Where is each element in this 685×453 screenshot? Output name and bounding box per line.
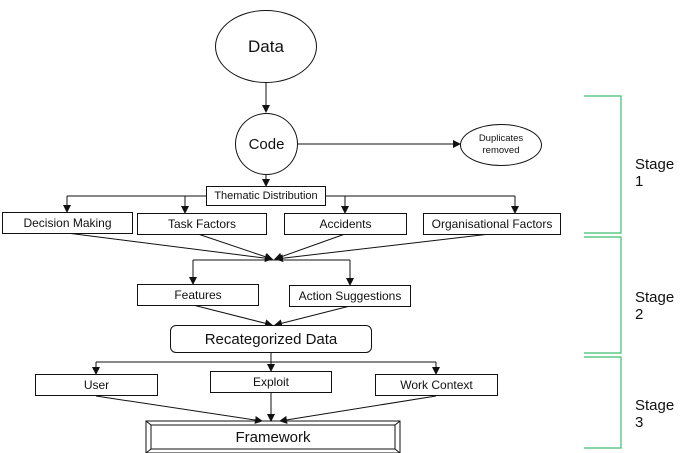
data-label: Data	[248, 36, 284, 56]
action-suggestions-node: Action Suggestions	[289, 285, 411, 307]
stage-3-bracket	[584, 356, 622, 449]
accidents-node: Accidents	[284, 213, 407, 235]
arrow-actions-recat	[274, 305, 351, 328]
framework-label: Framework	[235, 428, 311, 446]
duplicates-node: Duplicates removed	[460, 124, 542, 166]
organisational-factors-label: Organisational Factors	[431, 217, 553, 231]
framework-frame	[145, 420, 401, 453]
features-node: Features	[137, 284, 259, 306]
duplicates-label: Duplicates removed	[478, 133, 524, 156]
arrow-organisational-merge	[275, 233, 491, 263]
stage-2-label: Stage 2	[635, 289, 675, 323]
organisational-factors-node: Organisational Factors	[423, 213, 561, 235]
task-factors-node: Task Factors	[137, 213, 267, 235]
exploit-node: Exploit	[210, 371, 332, 393]
accidents-label: Accidents	[319, 217, 372, 231]
exploit-label: Exploit	[252, 375, 290, 389]
stage-2-bracket	[584, 236, 622, 354]
task-factors-label: Task Factors	[167, 217, 236, 231]
arrow-accidents-merge	[274, 233, 346, 261]
action-suggestions-label: Action Suggestions	[298, 289, 402, 303]
arrow-user-framework	[95, 395, 263, 424]
work-context-label: Work Context	[400, 378, 473, 392]
stage-3-label: Stage 3	[635, 397, 675, 431]
code-label: Code	[248, 135, 285, 153]
decision-making-label: Decision Making	[23, 216, 112, 230]
data-node: Data	[215, 10, 317, 83]
user-label: User	[83, 378, 110, 392]
stage-1-label: Stage 1	[635, 156, 675, 190]
framework-node: Framework	[151, 425, 395, 449]
thematic-label: Thematic Distribution	[214, 190, 318, 202]
stage-1-bracket	[584, 95, 622, 234]
code-node: Code	[235, 113, 298, 175]
arrow-workcontext-framework	[279, 395, 437, 424]
decision-making-node: Decision Making	[2, 212, 133, 234]
arrow-decision-merge	[66, 232, 273, 263]
arrow-task-merge	[197, 233, 273, 261]
thematic-distribution-node: Thematic Distribution	[206, 186, 326, 206]
recategorized-data-node: Recategorized Data	[170, 325, 372, 353]
features-label: Features	[174, 288, 222, 302]
user-node: User	[35, 374, 158, 396]
work-context-node: Work Context	[375, 374, 498, 396]
recategorized-label: Recategorized Data	[204, 330, 338, 348]
arrow-features-recat	[192, 304, 273, 328]
